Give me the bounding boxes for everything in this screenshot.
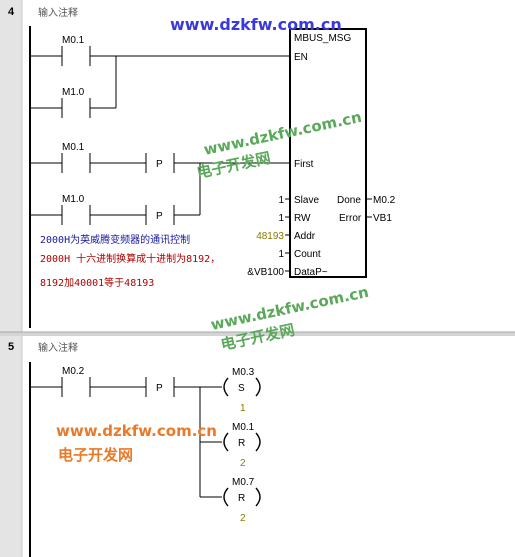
rung-first: M0.1 P M1.0 P [30, 142, 290, 225]
note-line-2: 2000H 十六进制换算成十进制为8192， [40, 252, 220, 265]
network-4-number: 4 [8, 6, 15, 18]
pin-count: Count [294, 249, 321, 260]
mbus-msg-block[interactable]: MBUS_MSG EN First Slave RW Addr Count Da… [247, 28, 396, 278]
pin-addr: Addr [294, 231, 316, 242]
output-error-value[interactable]: VB1 [373, 213, 392, 224]
coil-3-address: M0.7 [232, 477, 255, 488]
input-slave-value[interactable]: 1 [278, 195, 284, 206]
contact-m10-slave-label: M1.0 [62, 194, 85, 205]
pulse-label-5: P [156, 383, 163, 394]
network-4-gutter [0, 0, 22, 332]
pin-rw: RW [294, 213, 311, 224]
input-count-value[interactable]: 1 [278, 249, 284, 260]
coil-1-type: S [238, 383, 245, 394]
network-4-area [0, 0, 515, 332]
input-datap-value[interactable]: &VB100 [247, 267, 284, 278]
network-5-gutter [0, 336, 22, 557]
pin-datap: DataP~ [294, 267, 328, 278]
network-5-number: 5 [8, 341, 14, 353]
network-separator [0, 332, 515, 336]
rung-en: M0.1 M1.0 [30, 35, 290, 118]
pin-error: Error [339, 213, 362, 224]
network-5-comment-header[interactable]: 输入注释 [38, 341, 78, 354]
contact-m10-label: M1.0 [62, 87, 85, 98]
coil-3-type: R [238, 493, 245, 504]
output-done-value[interactable]: M0.2 [373, 195, 396, 206]
coil-m01-reset[interactable]: M0.1 R 2 [223, 422, 261, 469]
coil-2-address: M0.1 [232, 422, 255, 433]
pulse-label-2: P [156, 211, 163, 222]
network-4[interactable]: 4 输入注释 M0.1 M1.0 M0.1 [0, 0, 515, 332]
coil-3-count: 2 [240, 513, 246, 524]
input-rw-value[interactable]: 1 [278, 213, 284, 224]
watermark-url-top: www.dzkfw.com.cn [170, 15, 342, 34]
network-5[interactable]: 5 输入注释 M0.2 P M0.3 S 1 M0.1 R 2 [0, 336, 261, 557]
contact-m02-label: M0.2 [62, 366, 85, 377]
input-addr-value[interactable]: 48193 [256, 231, 284, 242]
network-4-comment-header[interactable]: 输入注释 [38, 6, 78, 19]
coil-2-type: R [238, 438, 245, 449]
block-title: MBUS_MSG [294, 33, 351, 44]
pulse-label: P [156, 159, 163, 170]
pin-slave: Slave [294, 195, 319, 206]
note-line-3: 8192加40001等于48193 [40, 276, 154, 289]
pin-first: First [294, 159, 314, 170]
watermark-name-bottom: 电子开发网 [58, 446, 133, 464]
pin-done: Done [337, 195, 361, 206]
pin-en: EN [294, 52, 308, 63]
coil-1-address: M0.3 [232, 367, 255, 378]
coil-m03-set[interactable]: M0.3 S 1 [223, 367, 261, 414]
coil-m07-reset[interactable]: M0.7 R 2 [223, 477, 261, 524]
contact-m01-first-label: M0.1 [62, 142, 85, 153]
coil-2-count: 2 [240, 458, 246, 469]
watermark-url-bottom: www.dzkfw.com.cn [56, 422, 217, 440]
contact-m01-label: M0.1 [62, 35, 85, 46]
note-line-1: 2000H为英威腾变频器的通讯控制 [40, 233, 190, 246]
coil-1-count: 1 [240, 403, 246, 414]
